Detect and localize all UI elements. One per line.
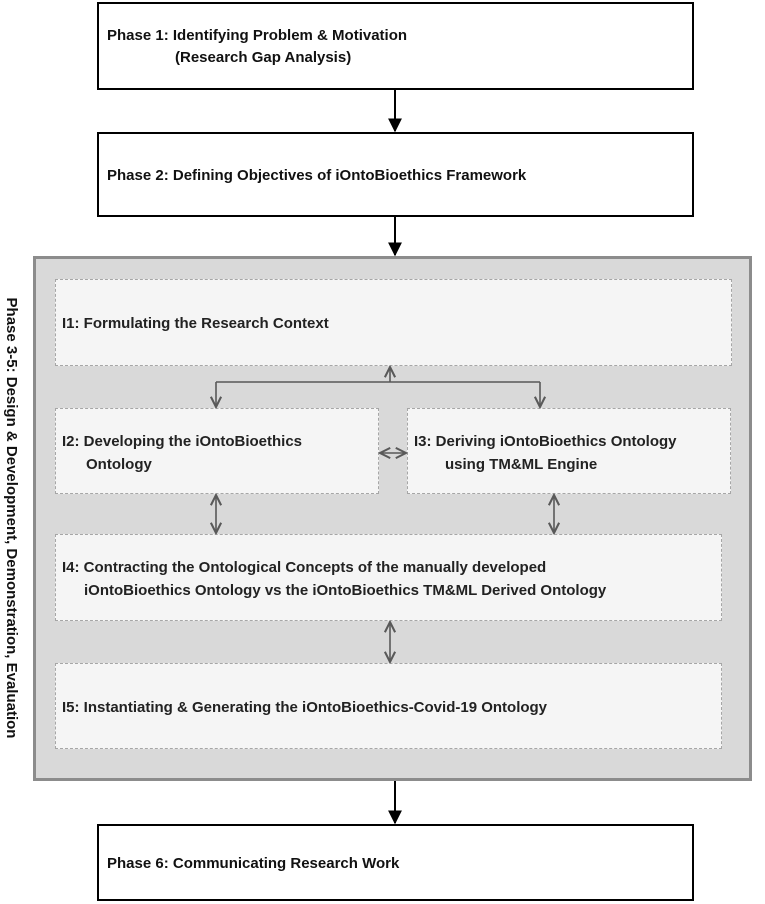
phase-2-box: Phase 2: Defining Objectives of iOntoBio… [97,132,694,217]
step-i2-subtitle: Ontology [86,456,152,473]
step-i4-title: I4: Contracting the Ontological Concepts… [62,559,547,576]
step-i4-subtitle: iOntoBioethics Ontology vs the iOntoBioe… [84,582,607,599]
step-i1-title: I1: Formulating the Research Context [62,315,329,332]
step-i2-box: I2: Developing the iOntoBioethics Ontolo… [55,408,379,494]
step-i1-box: I1: Formulating the Research Context [55,279,732,366]
phase-2-title: Phase 2: Defining Objectives of iOntoBio… [107,167,527,184]
step-i2-title: I2: Developing the iOntoBioethics [62,433,303,450]
step-i3-box: I3: Deriving iOntoBioethics Ontology usi… [407,408,731,494]
phase-6-box: Phase 6: Communicating Research Work [97,824,694,901]
step-i4-box: I4: Contracting the Ontological Concepts… [55,534,722,621]
phase-1-subtitle: (Research Gap Analysis) [175,49,352,66]
phase-1-title: Phase 1: Identifying Problem & Motivatio… [107,27,408,44]
step-i5-title: I5: Instantiating & Generating the iOnto… [62,699,548,716]
step-i3-title: I3: Deriving iOntoBioethics Ontology [414,433,677,450]
phase-1-box: Phase 1: Identifying Problem & Motivatio… [97,2,694,90]
phase-6-title: Phase 6: Communicating Research Work [107,855,400,872]
step-i5-box: I5: Instantiating & Generating the iOnto… [55,663,722,749]
step-i3-subtitle: using TM&ML Engine [445,456,598,473]
